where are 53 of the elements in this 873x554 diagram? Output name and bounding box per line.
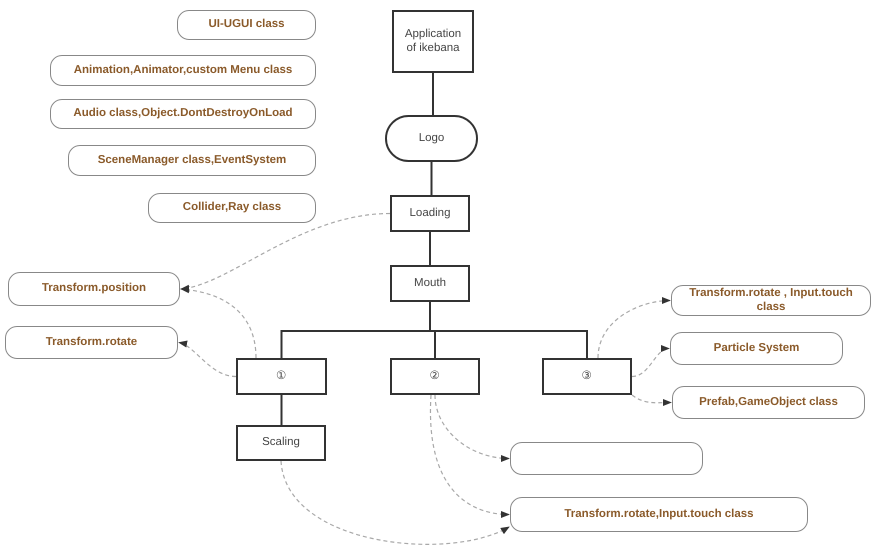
box-label: ③ (582, 370, 592, 384)
box-label: Transform.rotate , Input.touch class (688, 287, 854, 314)
box-label: SceneManager class,EventSystem (98, 154, 286, 168)
dashed-arrow (434, 394, 510, 462)
rounded-box (670, 332, 843, 365)
dashed-arrow (280, 460, 510, 545)
rounded-box (68, 145, 316, 176)
box-label: UI-UGUI class (208, 18, 285, 32)
dashed-arrow (178, 342, 236, 378)
process-box (392, 10, 474, 73)
box-label: Mouth (414, 276, 446, 290)
connector-line (430, 162, 432, 195)
process-box (236, 425, 326, 461)
connector-line (280, 395, 282, 425)
rounded-box (50, 99, 316, 129)
box-label: Transform.position (42, 282, 146, 296)
box-label: Transform.rotate (46, 336, 138, 350)
process-box (236, 358, 327, 395)
box-label: Scaling (262, 436, 300, 450)
empty-box (510, 442, 703, 475)
rounded-box (510, 497, 808, 532)
process-box (390, 195, 470, 232)
box-label: Collider,Ray class (182, 201, 282, 215)
box-label: ② (430, 370, 440, 384)
rounded-box (5, 326, 178, 359)
box-label: Logo (418, 132, 444, 146)
dashed-arrow (632, 346, 670, 378)
box-label: Audio class,Object.DontDestroyOnLoad (73, 107, 293, 121)
rounded-box (671, 285, 871, 316)
box-label: ① (276, 370, 287, 384)
box-label: Particle System (714, 342, 800, 356)
box-label: Animation,Animator,custom Menu class (74, 64, 292, 78)
process-box (542, 358, 632, 395)
rounded-box (8, 272, 180, 306)
box-label: Loading (410, 206, 450, 220)
rounded-box (177, 10, 316, 40)
dashed-arrow (597, 297, 671, 358)
dashed-arrow (180, 286, 257, 358)
dashed-arrow (632, 394, 672, 406)
process-box (390, 265, 470, 302)
box-label: Transform.rotate,Input.touch class (564, 508, 754, 522)
box-label: Application of ikebana (404, 28, 462, 55)
process-box (390, 358, 480, 395)
connector-line (432, 73, 434, 115)
dashed-arrow (430, 394, 510, 518)
connector-line (429, 302, 588, 358)
rounded-box (672, 386, 865, 419)
rounded-box (50, 55, 316, 86)
connector-line (429, 232, 431, 265)
terminal-shape (385, 115, 478, 162)
rounded-box (148, 193, 316, 223)
box-label: Prefab,GameObject class (699, 396, 838, 410)
dashed-arrow (180, 212, 390, 292)
